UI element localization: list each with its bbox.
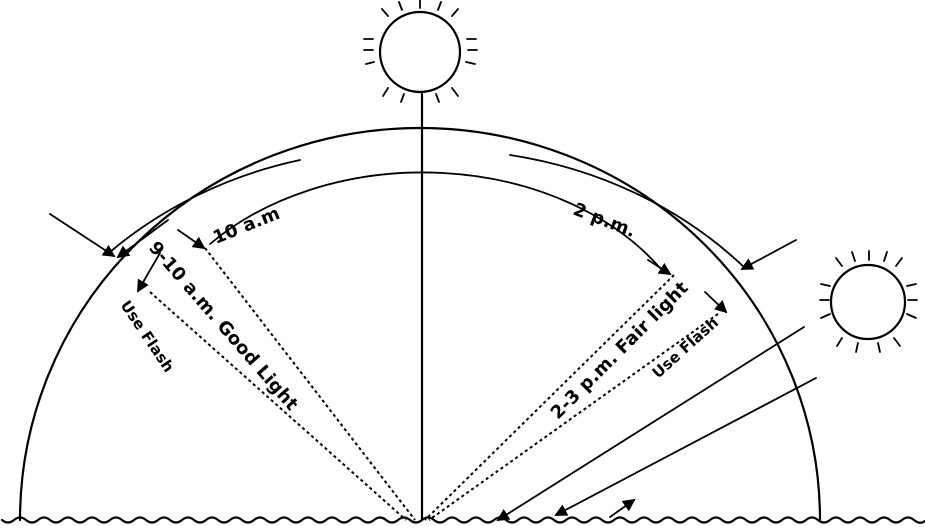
top-sun-icon xyxy=(364,0,477,102)
nine-am-dashed-ray xyxy=(150,292,406,520)
right-inner-arrow xyxy=(705,292,726,312)
right-sun-ray-upper xyxy=(498,327,804,520)
left-arrow-lead-line xyxy=(50,214,114,256)
right-arrow-lead-line xyxy=(742,240,796,269)
right-sun-ray-lower xyxy=(556,378,816,515)
right-sun-icon xyxy=(820,251,917,352)
ground-reflection-arrow xyxy=(610,500,634,517)
two-pm-label: 2 p.m. xyxy=(570,199,639,242)
ten-am-arrow xyxy=(178,230,204,248)
ten-am-label: 10 a.m xyxy=(210,203,283,249)
ten-am-dashed-ray xyxy=(205,248,415,520)
two-pm-dashed-ray xyxy=(425,275,674,520)
nine-to-ten-good-light-label: 9-10 a.m. Good Light xyxy=(144,238,302,416)
horizon-line xyxy=(2,518,925,523)
two-pm-arrow xyxy=(648,260,670,274)
